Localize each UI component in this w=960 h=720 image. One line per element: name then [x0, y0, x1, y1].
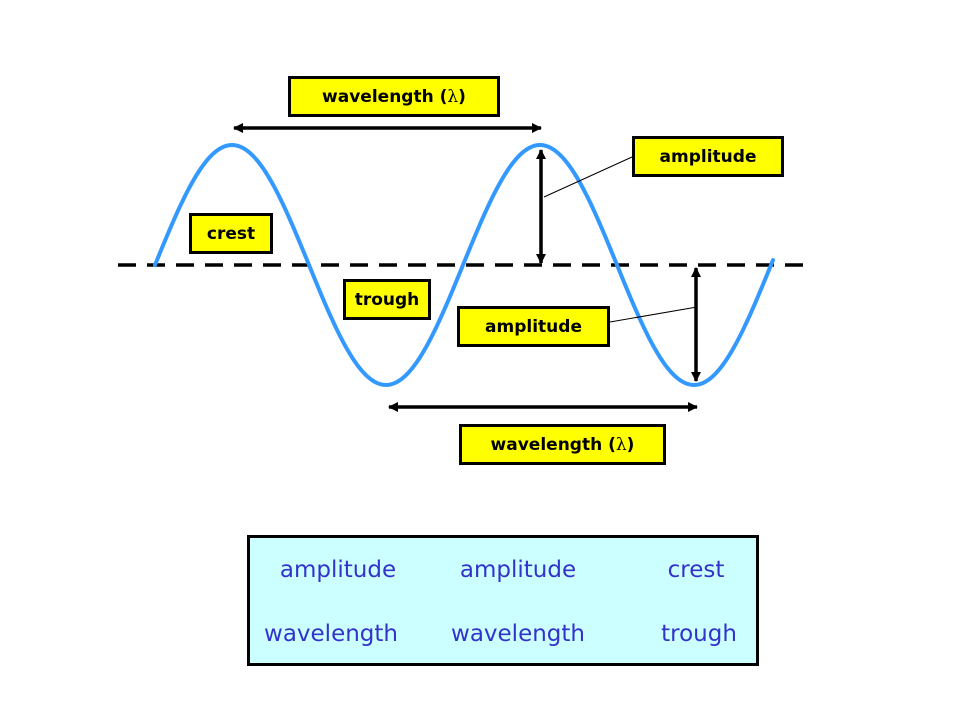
word-bank-crest[interactable]: crest — [667, 557, 725, 583]
amplitude-label-middle: amplitude — [457, 306, 610, 347]
trough-label-text: trough — [354, 289, 420, 310]
lambda-symbol: λ — [615, 434, 627, 455]
wave-curve — [153, 142, 775, 387]
wavelength-label-top-text: wavelength ( — [322, 86, 448, 107]
wavelength-label-top: wavelength (λ) — [288, 76, 500, 117]
lambda-symbol: λ — [447, 86, 459, 107]
trough-label: trough — [343, 279, 431, 320]
wavelength-label-bottom-text: wavelength ( — [490, 434, 616, 455]
wavelength-label-top-close: ) — [458, 86, 466, 107]
wavelength-label-bottom: wavelength (λ) — [459, 424, 666, 465]
amplitude-label-right-text: amplitude — [659, 146, 757, 167]
crest-label: crest — [189, 213, 273, 254]
amplitude-leader-top — [543, 156, 633, 198]
word-bank-amplitude-2[interactable]: amplitude — [459, 557, 577, 583]
crest-label-text: crest — [206, 223, 256, 244]
amplitude-label-middle-text: amplitude — [485, 316, 582, 337]
amplitude-leader-bottom — [609, 306, 698, 323]
amplitude-label-right: amplitude — [632, 136, 784, 177]
word-bank-wavelength-2[interactable]: wavelength — [451, 621, 585, 647]
word-bank-amplitude-1[interactable]: amplitude — [279, 557, 397, 583]
word-bank-trough[interactable]: trough — [661, 621, 737, 647]
word-bank: amplitude amplitude crest wavelength wav… — [247, 535, 759, 666]
word-bank-wavelength-1[interactable]: wavelength — [264, 621, 398, 647]
wavelength-label-bottom-close: ) — [626, 434, 635, 455]
